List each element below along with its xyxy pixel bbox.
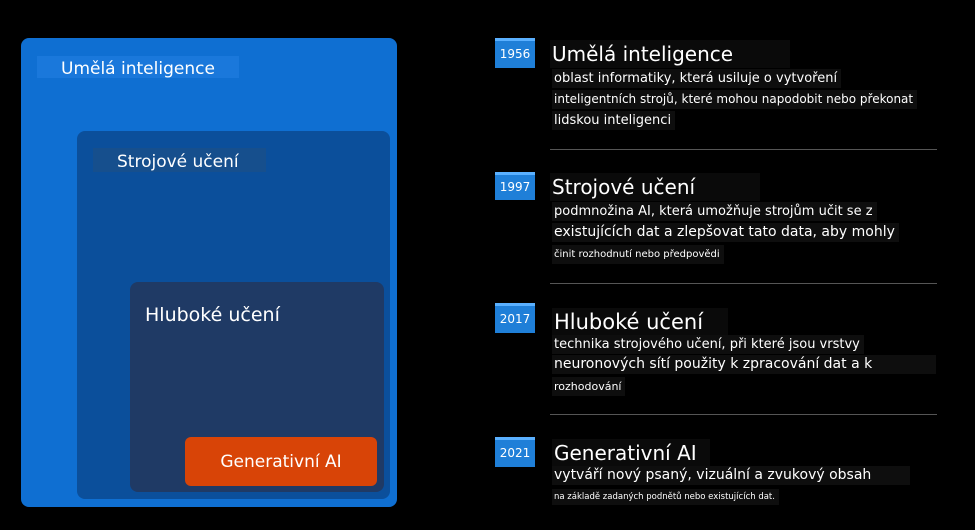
- timeline-title-dl: Hluboké učení: [552, 308, 728, 336]
- year-badge-2021: 2021: [495, 437, 535, 467]
- timeline-desc-ml-line2: existujících dat a zlepšovat tato data, …: [552, 223, 899, 242]
- ml-label: Strojové učení: [93, 148, 266, 172]
- year-badge-1956: 1956: [495, 38, 535, 68]
- timeline-desc-dl-line2: neuronových sítí použity k zpracování da…: [552, 355, 936, 374]
- timeline-divider: [550, 283, 937, 284]
- timeline-desc-gen-line2: na základě zadaných podnětů nebo existuj…: [552, 489, 779, 505]
- ai-label: Umělá inteligence: [37, 56, 239, 79]
- timeline-desc-gen-line1: vytváří nový psaný, vizuální a zvukový o…: [552, 466, 910, 485]
- timeline-title-ml: Strojové učení: [550, 173, 760, 201]
- timeline-title-ai: Umělá inteligence: [550, 40, 790, 68]
- timeline-desc-ml-line3: činit rozhodnutí nebo předpovědi: [552, 245, 724, 264]
- generative-ai-box: Generativní AI: [185, 437, 377, 486]
- timeline-divider: [550, 149, 937, 150]
- timeline-desc-dl-line1: technika strojového učení, při které jso…: [552, 335, 864, 354]
- year-badge-2017: 2017: [495, 303, 535, 333]
- timeline-desc-ml-line1: podmnožina AI, která umožňuje strojům uč…: [552, 202, 877, 221]
- timeline-divider: [550, 414, 937, 415]
- timeline-desc-dl-line3: rozhodování: [552, 377, 626, 396]
- timeline-desc-ai-line3: lidskou inteligenci: [552, 111, 676, 130]
- dl-label: Hluboké učení: [145, 304, 280, 326]
- timeline-desc-ai-line2: inteligentních strojů, které mohou napod…: [552, 90, 918, 109]
- timeline-desc-ai-line1: oblast informatiky, která usiluje o vytv…: [552, 69, 842, 88]
- year-badge-1997: 1997: [495, 172, 535, 200]
- timeline-title-gen: Generativní AI: [552, 439, 710, 467]
